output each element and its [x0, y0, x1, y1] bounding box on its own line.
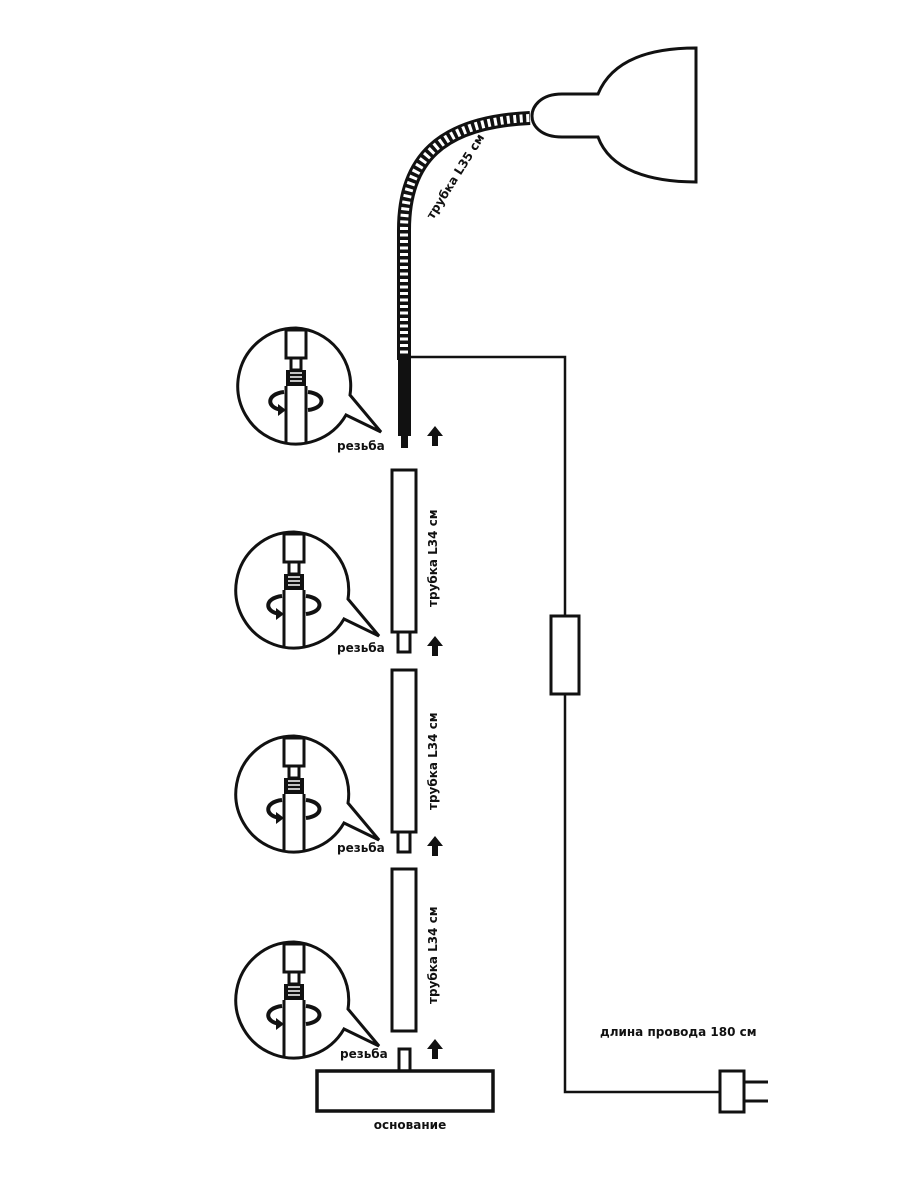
power-cord — [411, 355, 768, 1114]
up-arrow-icon — [427, 426, 443, 446]
lamp-base — [315, 1069, 495, 1113]
tube-segment — [390, 468, 418, 634]
tube-segment — [390, 867, 418, 1033]
flexible-tube — [397, 111, 531, 360]
plug — [718, 1069, 746, 1114]
flex-tube-threaded-end — [398, 356, 411, 436]
up-arrow-icon — [427, 1039, 443, 1059]
tube-thread — [396, 830, 412, 854]
screw-callout — [233, 733, 381, 854]
thread-label: резьба — [337, 641, 385, 655]
cord-length-label: длина провода 180 см — [600, 1025, 757, 1039]
screw-callout — [233, 529, 381, 650]
tube-segment — [390, 668, 418, 834]
inline-switch — [549, 614, 581, 696]
tube-label: трубка L34 см — [426, 509, 440, 607]
base-thread — [397, 1047, 412, 1073]
tube-label: трубка L34 см — [426, 712, 440, 810]
tube-thread — [396, 630, 412, 654]
base-label: основание — [374, 1118, 446, 1132]
screw-callout — [233, 939, 381, 1060]
up-arrow-icon — [427, 836, 443, 856]
tube-label: трубка L34 см — [426, 906, 440, 1004]
flex-tube-thread — [401, 436, 408, 448]
lamp-shade — [530, 46, 698, 184]
thread-label: резьба — [337, 841, 385, 855]
thread-label: резьба — [337, 439, 385, 453]
up-arrow-icon — [427, 636, 443, 656]
screw-callout — [235, 325, 383, 446]
thread-label: резьба — [340, 1047, 388, 1061]
